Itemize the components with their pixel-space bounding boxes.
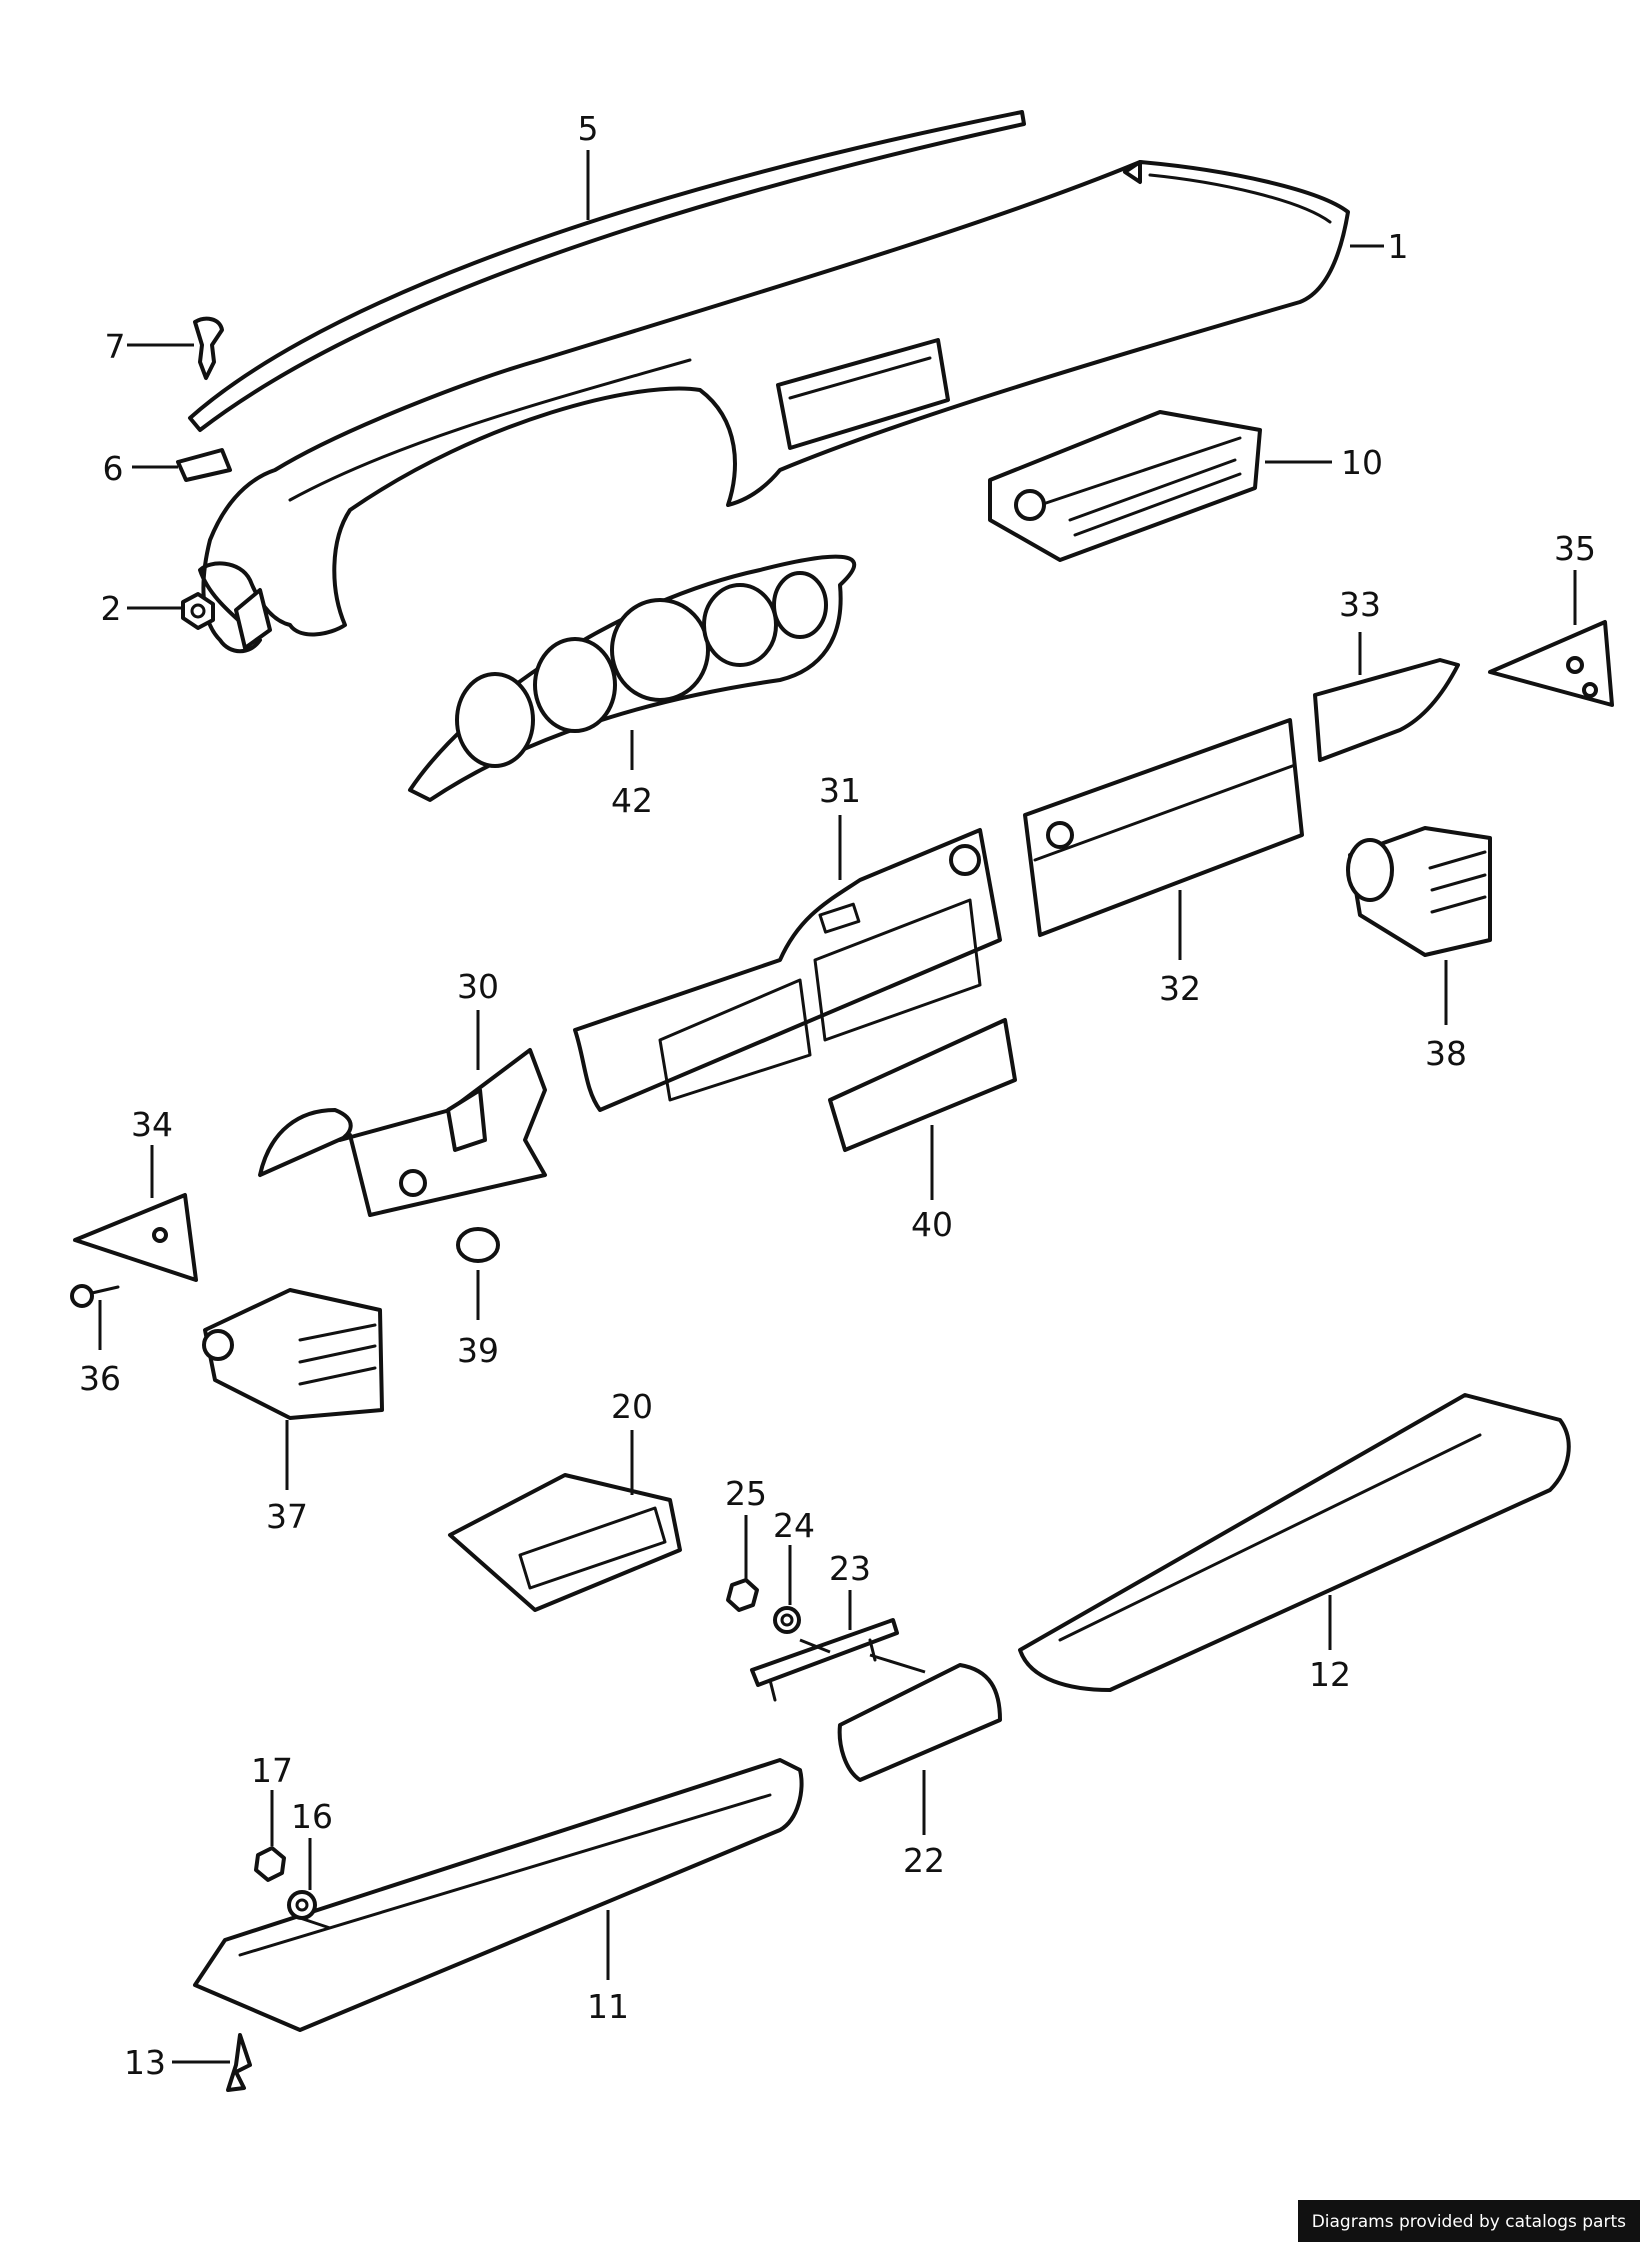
callout-5: 5 [578,109,599,148]
part-17-nut [254,1846,286,1882]
callout-31: 31 [819,771,861,810]
callout-labels: 5 1 7 6 2 10 35 33 42 31 32 38 30 34 40 … [79,109,1596,2082]
part-32-glove-box-lid [1023,718,1304,937]
callout-11: 11 [587,1987,629,2026]
part-10-center-vent [988,410,1262,562]
part-30-left-panel [258,1048,547,1217]
callout-36: 36 [79,1359,121,1398]
part-39-grommet [456,1227,500,1263]
part-6-speed-nut [176,448,232,482]
callout-40: 40 [911,1205,953,1244]
part-11-left-knee-pad [193,1758,804,2032]
callout-35: 35 [1554,529,1596,568]
callout-34: 34 [131,1105,173,1144]
part-1-dashboard [198,160,1350,654]
callout-20: 20 [611,1387,653,1426]
callout-25: 25 [725,1474,767,1513]
part-37-left-vent [202,1288,384,1420]
callout-39: 39 [457,1331,499,1370]
part-16-washer [287,1890,317,1920]
callout-33: 33 [1339,585,1381,624]
part-33-side-trim [1313,658,1460,762]
part-40-cover-plate [828,1018,1017,1152]
part-34-left-trim [73,1193,198,1282]
callout-30: 30 [457,967,499,1006]
part-2-nut [181,592,215,630]
callout-38: 38 [1425,1034,1467,1073]
part-13-screw [226,2033,252,2092]
callout-32: 32 [1159,969,1201,1008]
callout-37: 37 [266,1497,308,1536]
part-25-nut [726,1578,759,1612]
part-23-bracket [750,1618,899,1702]
callout-16: 16 [291,1797,333,1836]
callout-6: 6 [103,449,124,488]
callout-1: 1 [1388,227,1409,266]
callout-22: 22 [903,1841,945,1880]
callout-2: 2 [101,589,122,628]
callout-7: 7 [105,327,126,366]
part-5-trim-strip [188,110,1026,432]
part-36-screw [70,1284,120,1308]
credit-badge: Diagrams provided by catalogs parts [1297,2200,1640,2242]
callout-12: 12 [1309,1655,1351,1694]
part-12-right-knee-pad [1018,1393,1571,1692]
callout-13: 13 [124,2043,166,2082]
part-42-instrument-bezel [408,554,857,802]
callout-10: 10 [1341,443,1383,482]
part-35-corner-trim [1488,620,1614,707]
callout-24: 24 [773,1506,815,1545]
callout-23: 23 [829,1549,871,1588]
callout-42: 42 [611,781,653,820]
part-31-center-panel [573,828,1002,1112]
part-22-end-cap [837,1663,1002,1782]
part-7-clip [193,316,224,380]
part-20-tray [448,1473,682,1612]
callout-17: 17 [251,1751,293,1790]
part-24-washer [773,1606,801,1634]
leader-lines [98,150,1577,2064]
part-38-right-vent [1346,826,1492,957]
